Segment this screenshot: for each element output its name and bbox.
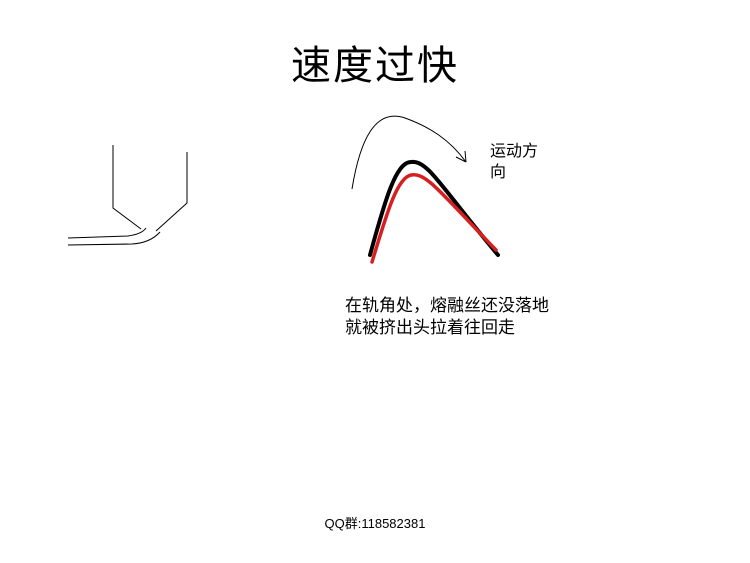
filament-path-curve [370,173,498,264]
arrowhead [455,150,467,163]
motion-direction-arrow [351,115,467,190]
nozzle-path-curve [368,159,500,257]
filament-bottom-edge [67,231,161,246]
caption: 在轨角处，熔融丝还没落地 就被挤出头拉着往回走 [345,295,605,339]
direction-label-line-2: 向 [490,162,507,181]
nozzle-left-wall [112,145,142,230]
nozzle-right-wall [155,152,188,232]
nozzle-illustration [67,145,188,246]
direction-label-line-1: 运动方 [490,141,539,160]
footer-qq-group: QQ群:118582381 [324,516,426,531]
filament-top-edge [67,227,147,239]
caption-line-1: 在轨角处，熔融丝还没落地 [345,296,549,316]
slide-title: 速度过快 [291,43,459,89]
direction-label: 运动方 向 [490,140,570,182]
caption-line-2: 就被挤出头拉着往回走 [345,318,515,338]
